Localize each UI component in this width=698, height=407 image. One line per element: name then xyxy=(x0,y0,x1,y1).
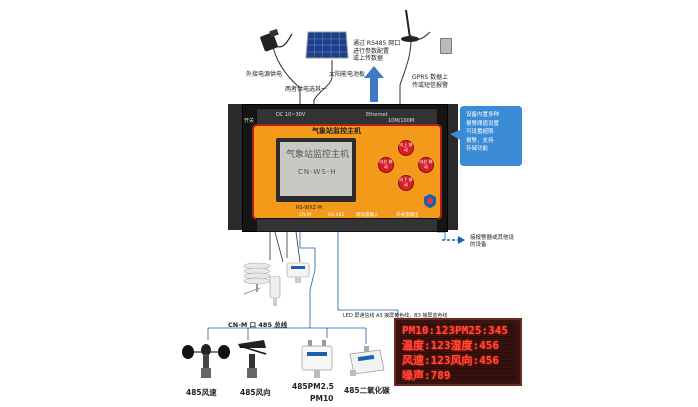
lcd-title: 气象站监控主机 xyxy=(286,150,350,160)
rs485-note: 通过 RS485 网口 进行参数配置 或上传数据 xyxy=(353,40,401,62)
led-line-3: 风速:123风向:456 xyxy=(402,354,499,367)
top-speed-label: 10M/100M xyxy=(388,118,415,124)
solar-panel-label: 太阳能电池板 xyxy=(329,71,366,78)
antenna-cable xyxy=(399,34,412,104)
device-title: 气象站监控主机 xyxy=(312,127,361,135)
up-arrow-icon xyxy=(364,66,384,102)
co2-label: 485二氧化碳 xyxy=(344,386,390,395)
bottom-relay-label: 模拟量输入 xyxy=(356,213,379,218)
led-line-2: 温度:123湿度:456 xyxy=(402,339,499,352)
noise-sensor xyxy=(264,275,286,306)
wind-vane xyxy=(234,338,270,384)
box-sensor xyxy=(286,262,310,284)
solar-cable xyxy=(313,60,333,104)
side-switch-label: 开关 xyxy=(244,118,255,124)
rfid-tag xyxy=(440,38,452,54)
either-power-label: 两者供电选其一 xyxy=(285,86,328,93)
radiation-shield xyxy=(240,262,274,296)
info-bubble xyxy=(450,106,522,166)
bottom-out-label: 开关量输出 xyxy=(396,213,419,218)
bottom-cnm-label: CN-M xyxy=(299,213,312,218)
led-cable-note: LED 屏通信线 A3 接屏黄色线，B3 接屏蓝色线 xyxy=(343,313,448,319)
led-display: PM10:123PM25:345 温度:123湿度:456 风速:123风向:4… xyxy=(394,318,522,386)
wind-speed-label: 485风速 xyxy=(186,388,217,397)
cnm-bus-label: CN-M 口 485 总线 xyxy=(228,321,288,329)
gprs-note: GPRS 数据上 传或短信报警 xyxy=(412,74,449,89)
brand-logo-icon xyxy=(424,194,436,208)
led-line-1: PM10:123PM25:345 xyxy=(402,324,508,337)
bottom-terminal-strip xyxy=(256,218,438,232)
bubble-note: 设备内置多种 报警阈值设置 可设置超限 报警，支持 存储功能 xyxy=(466,112,500,153)
anemometer xyxy=(180,340,232,384)
co2-sensor xyxy=(346,344,386,380)
device-left-bracket xyxy=(228,104,242,230)
top-dc-label: DC 10~30V xyxy=(276,112,306,118)
gprs-antenna xyxy=(386,8,436,44)
up-button[interactable]: 向上 移动 xyxy=(398,140,414,156)
top-eth-label: Ethernet xyxy=(366,112,388,118)
solar-panel xyxy=(305,30,349,60)
down-button[interactable]: 向下 移动 xyxy=(398,175,414,191)
led-line-4: 噪声:789 xyxy=(402,369,451,382)
model-label: RS-WXZ-M xyxy=(296,205,323,211)
left-button[interactable]: 向左 移动 xyxy=(378,157,394,173)
lcd-sub: CN-WS-H xyxy=(298,168,337,176)
power-adapter-label: 外接电源供电 xyxy=(246,71,283,78)
right-button[interactable]: 向右 移动 xyxy=(418,157,434,173)
power-adapter xyxy=(258,26,296,56)
alarm-note: 接报警器或其他设 的设备 xyxy=(470,235,515,248)
pm-sensor xyxy=(300,340,336,380)
pm10-label: PM10 xyxy=(310,394,334,403)
wind-direction-label: 485风向 xyxy=(240,388,271,397)
pm-label: 485PM2.5 xyxy=(292,382,334,391)
bottom-rs485-label: RS-485 xyxy=(328,213,345,218)
lcd-screen xyxy=(280,142,352,196)
